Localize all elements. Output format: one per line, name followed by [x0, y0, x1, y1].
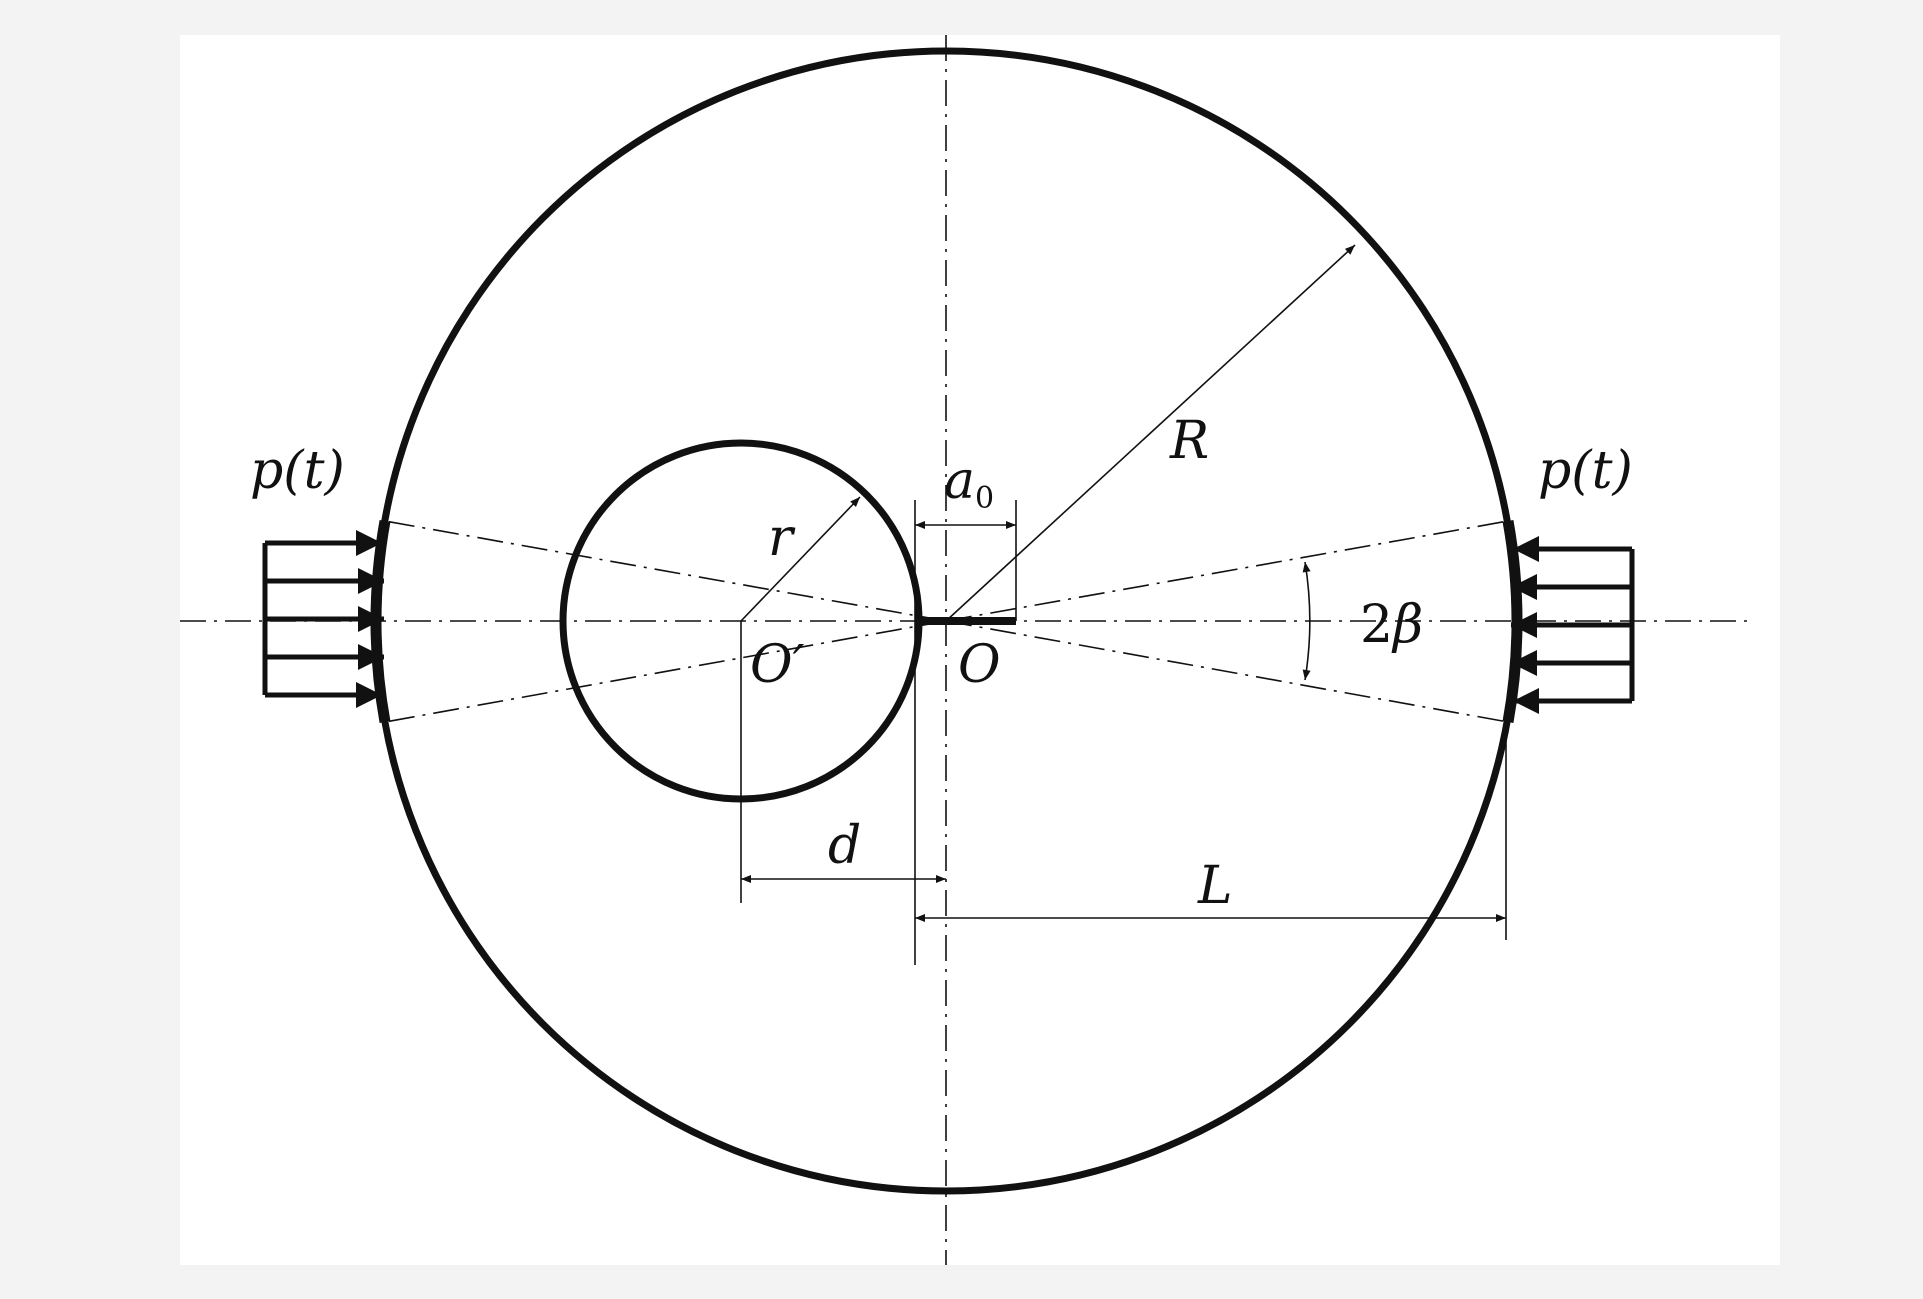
crack-length-base: a [944, 451, 975, 511]
outer-radius-line [945, 244, 1356, 622]
crack-length-label: a0 [944, 451, 994, 516]
load-angle-label: 2β [1360, 595, 1423, 655]
load-label-left: p(t) [250, 441, 345, 501]
load-distance-label: L [1197, 856, 1233, 916]
load-angle-symbol: β [1391, 595, 1423, 655]
inner-radius-label: r [768, 508, 796, 568]
crack-length-subscript: 0 [975, 481, 994, 516]
load-angle-arc [1302, 561, 1311, 681]
right-pressure-arrows [1511, 536, 1635, 714]
extension-lines [740, 500, 1507, 965]
inner-radius-line [740, 496, 861, 622]
outer-radius-label: R [1169, 411, 1209, 471]
left-pressure-arrows [262, 530, 384, 708]
load-angle-rays [384, 520, 1509, 723]
load-angle-number: 2 [1360, 595, 1393, 655]
disc-center-label: O [958, 635, 1001, 695]
offset-label: d [828, 816, 861, 876]
hole-center-label: O′ [750, 635, 805, 695]
load-label-right: p(t) [1538, 441, 1633, 501]
